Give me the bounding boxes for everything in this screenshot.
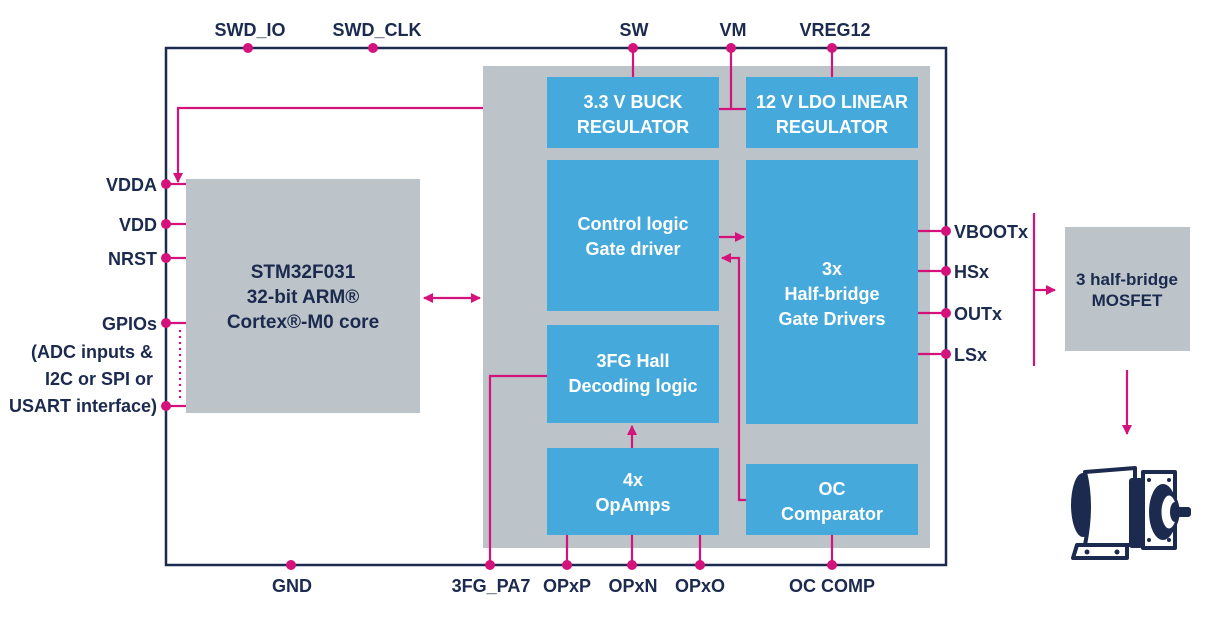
vbootx-label: VBOOTx: [954, 222, 1028, 242]
buck-label-line2: REGULATOR: [577, 117, 689, 137]
mcu-block: [186, 179, 420, 413]
half-bridge-label-line1: 3x: [822, 259, 842, 279]
gpios-label-line4: USART interface): [9, 396, 157, 416]
nrst-pin: [161, 253, 171, 263]
lsx-pin: [941, 349, 951, 359]
vm-label: VM: [720, 20, 747, 40]
ldo-label-line1: 12 V LDO LINEAR: [756, 92, 908, 112]
buck-label-line1: 3.3 V BUCK: [583, 92, 682, 112]
swd-io-label: SWD_IO: [214, 20, 285, 40]
swd-clk-pin: [368, 43, 378, 53]
opamps-block: [547, 448, 719, 535]
swd-io-pin: [243, 43, 253, 53]
oc-comp-pin: [827, 560, 837, 570]
vdda-feed-wire: [173, 106, 483, 183]
hsx-pin: [941, 266, 951, 276]
mcu-label-line1: STM32F031: [251, 262, 356, 283]
mosfet-block: [1065, 227, 1190, 351]
sw-pin: [628, 43, 638, 53]
vreg12-label: VREG12: [799, 20, 870, 40]
vdd-label: VDD: [119, 215, 157, 235]
oc-comparator-block: [746, 464, 918, 535]
vdda-pin: [161, 179, 171, 189]
hsx-label: HSx: [954, 262, 989, 282]
nrst-label: NRST: [108, 249, 157, 269]
motor-icon: [1071, 466, 1191, 560]
opxn-pin: [627, 560, 637, 570]
opxo-pin: [695, 560, 705, 570]
hall-label-line2: Decoding logic: [568, 376, 697, 396]
mcu-label-line2: 32-bit ARM®: [247, 287, 360, 308]
oc-label-line2: Comparator: [781, 504, 883, 524]
oc-comp-label: OC COMP: [789, 576, 875, 596]
gpios-label-line3: I2C or SPI or: [45, 369, 153, 389]
gpio-last-pin: [161, 401, 171, 411]
control-label-line1: Control logic: [578, 214, 689, 234]
gpios-label: GPIOs: [102, 314, 157, 334]
opamps-label-line1: 4x: [623, 470, 643, 490]
mcu-label-line3: Cortex®-M0 core: [227, 312, 379, 333]
opxp-label: OPxP: [543, 576, 591, 596]
hall-decoding-block: [547, 325, 719, 423]
mosfet-label-line2: MOSFET: [1092, 291, 1163, 310]
vdd-pin: [161, 219, 171, 229]
vm-pin: [726, 43, 736, 53]
gnd-pin: [286, 560, 296, 570]
gnd-label: GND: [272, 576, 312, 596]
chip-outline: [164, 46, 948, 567]
pin-dots: [161, 43, 951, 570]
sw-label: SW: [620, 20, 649, 40]
swd-clk-label: SWD_CLK: [333, 20, 422, 40]
half-bridge-label-line2: Half-bridge: [784, 284, 879, 304]
ldo-regulator-block: [746, 77, 918, 148]
oc-label-line1: OC: [819, 479, 846, 499]
control-label-line2: Gate driver: [585, 239, 680, 259]
vbootx-pin: [941, 226, 951, 236]
fg-pa7-label: 3FG_PA7: [452, 576, 531, 596]
vreg12-pin: [827, 43, 837, 53]
buck-regulator-block: [547, 77, 719, 148]
gpio-pin: [161, 318, 171, 328]
opxn-label: OPxN: [608, 576, 657, 596]
control-logic-block: [547, 160, 719, 311]
opxp-pin: [562, 560, 572, 570]
gpios-label-line2: (ADC inputs &: [31, 342, 153, 362]
oc-to-control-arrow: [721, 253, 746, 502]
mosfet-label-line1: 3 half-bridge: [1076, 270, 1178, 289]
lsx-label: LSx: [954, 345, 987, 365]
opamps-label-line2: OpAmps: [595, 495, 670, 515]
ldo-label-line2: REGULATOR: [776, 117, 888, 137]
hall-label-line1: 3FG Hall: [596, 351, 669, 371]
half-bridge-label-line3: Gate Drivers: [778, 309, 885, 329]
fg-pa7-pin: [485, 560, 495, 570]
opxo-label: OPxO: [675, 576, 725, 596]
vdda-label: VDDA: [106, 175, 157, 195]
half-bridge-drivers-block: [746, 160, 918, 424]
outx-label: OUTx: [954, 304, 1002, 324]
fg-pa7-wire: [488, 374, 547, 565]
outx-pin: [941, 308, 951, 318]
